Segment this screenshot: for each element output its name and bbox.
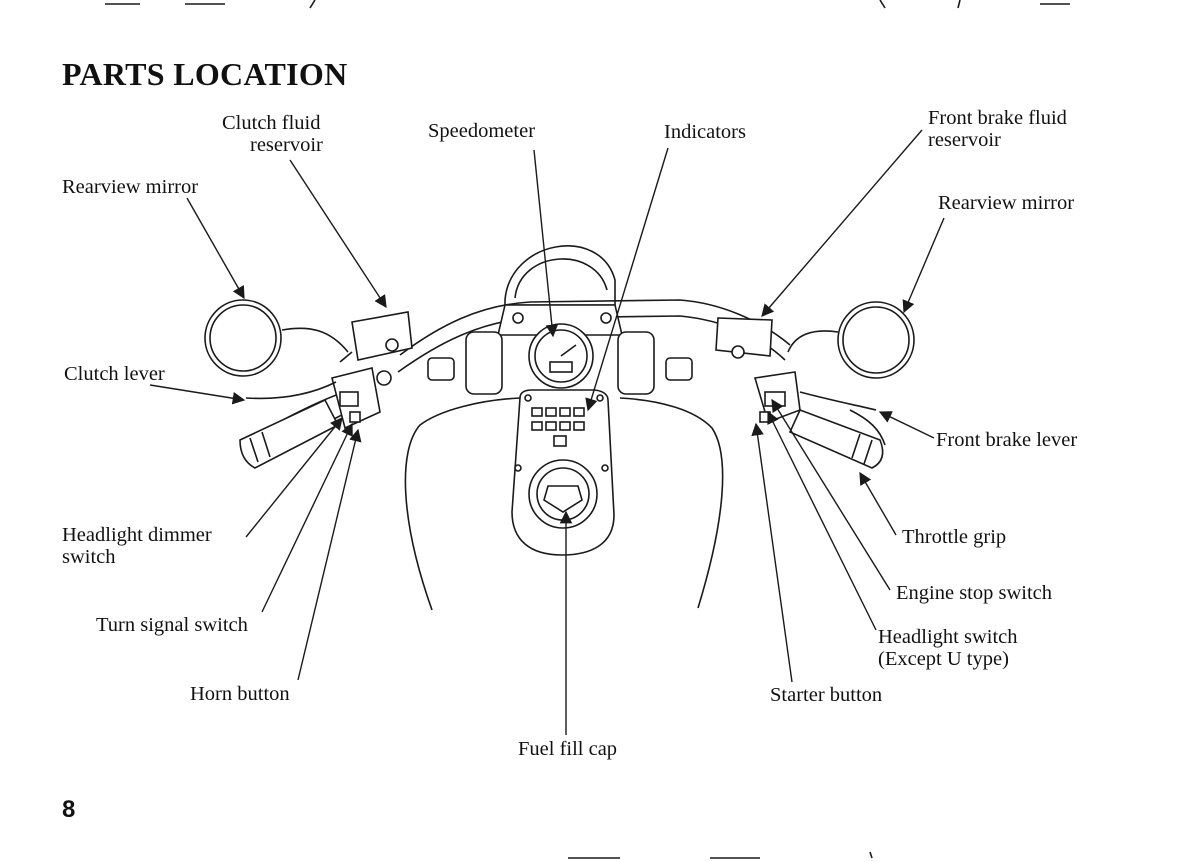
label-horn-button: Horn button — [190, 683, 290, 705]
label-clutch-lever: Clutch lever — [64, 363, 165, 385]
leader-mirror-left — [186, 197, 245, 300]
speedometer-housing — [504, 245, 616, 306]
leader-headlight-switch — [767, 410, 877, 631]
label-starter-button: Starter button — [770, 684, 883, 706]
fork-tubes — [427, 331, 693, 395]
leader-front-brake-fluid — [761, 129, 923, 317]
label-clutch-fluid-reservoir: Clutch fluid reservoir — [222, 112, 323, 156]
page-title: PARTS LOCATION — [62, 56, 348, 92]
label-speedometer: Speedometer — [428, 120, 536, 142]
label-turn-signal-switch: Turn signal switch — [96, 614, 248, 636]
leader-lines — [149, 129, 945, 735]
page-number: 8 — [62, 796, 76, 823]
leader-horn-button — [297, 428, 362, 681]
label-line: Headlight switch — [878, 626, 1018, 648]
label-rearview-mirror-left: Rearview mirror — [62, 176, 199, 198]
left-switch-housing — [331, 367, 392, 430]
label-rearview-mirror-right: Rearview mirror — [938, 192, 1075, 214]
top-clamp — [496, 304, 624, 336]
label-headlight-dimmer-switch: Headlight dimmer switch — [62, 524, 212, 568]
leader-turn-signal — [261, 422, 353, 613]
left-grip — [239, 398, 340, 469]
label-line: reservoir — [928, 129, 1001, 151]
label-front-brake-lever: Front brake lever — [936, 429, 1078, 451]
front-brake-reservoir — [715, 317, 773, 359]
leader-throttle-grip — [859, 471, 897, 536]
label-headlight-switch: Headlight switch (Except U type) — [878, 626, 1018, 670]
rearview-mirror-left — [204, 299, 349, 377]
label-line: (Except U type) — [878, 648, 1009, 670]
rearview-mirror-right — [787, 301, 915, 379]
right-switch-housing — [753, 371, 801, 424]
label-front-brake-fluid-reservoir: Front brake fluid reservoir — [928, 107, 1067, 151]
leader-front-brake-lever — [878, 411, 935, 439]
label-line: Clutch fluid — [222, 112, 321, 134]
label-line: reservoir — [250, 134, 323, 156]
label-fuel-fill-cap: Fuel fill cap — [518, 738, 618, 760]
label-line: Headlight dimmer — [62, 524, 212, 546]
right-grip — [788, 408, 884, 469]
leader-mirror-right — [902, 217, 945, 314]
front-brake-lever — [799, 391, 877, 411]
leader-starter-button — [751, 422, 793, 683]
label-indicators: Indicators — [664, 121, 746, 143]
fuel-fill-cap-shape — [528, 459, 598, 529]
leader-engine-stop — [771, 398, 891, 591]
top-edge-marks — [105, 0, 1070, 859]
label-line: switch — [62, 546, 116, 568]
fuel-tank-outline — [404, 397, 724, 611]
clutch-reservoir — [339, 311, 413, 363]
leader-speedometer — [533, 149, 559, 338]
leader-headlight-dimmer — [245, 417, 343, 538]
speedometer-gauge — [528, 323, 594, 389]
leader-clutch-lever — [149, 384, 246, 405]
leader-clutch-fluid-reservoir — [289, 159, 387, 309]
clutch-lever — [245, 381, 337, 400]
label-engine-stop-switch: Engine stop switch — [896, 582, 1053, 604]
label-line: Front brake fluid — [928, 107, 1067, 129]
leader-indicators — [585, 147, 669, 412]
label-throttle-grip: Throttle grip — [902, 526, 1007, 548]
